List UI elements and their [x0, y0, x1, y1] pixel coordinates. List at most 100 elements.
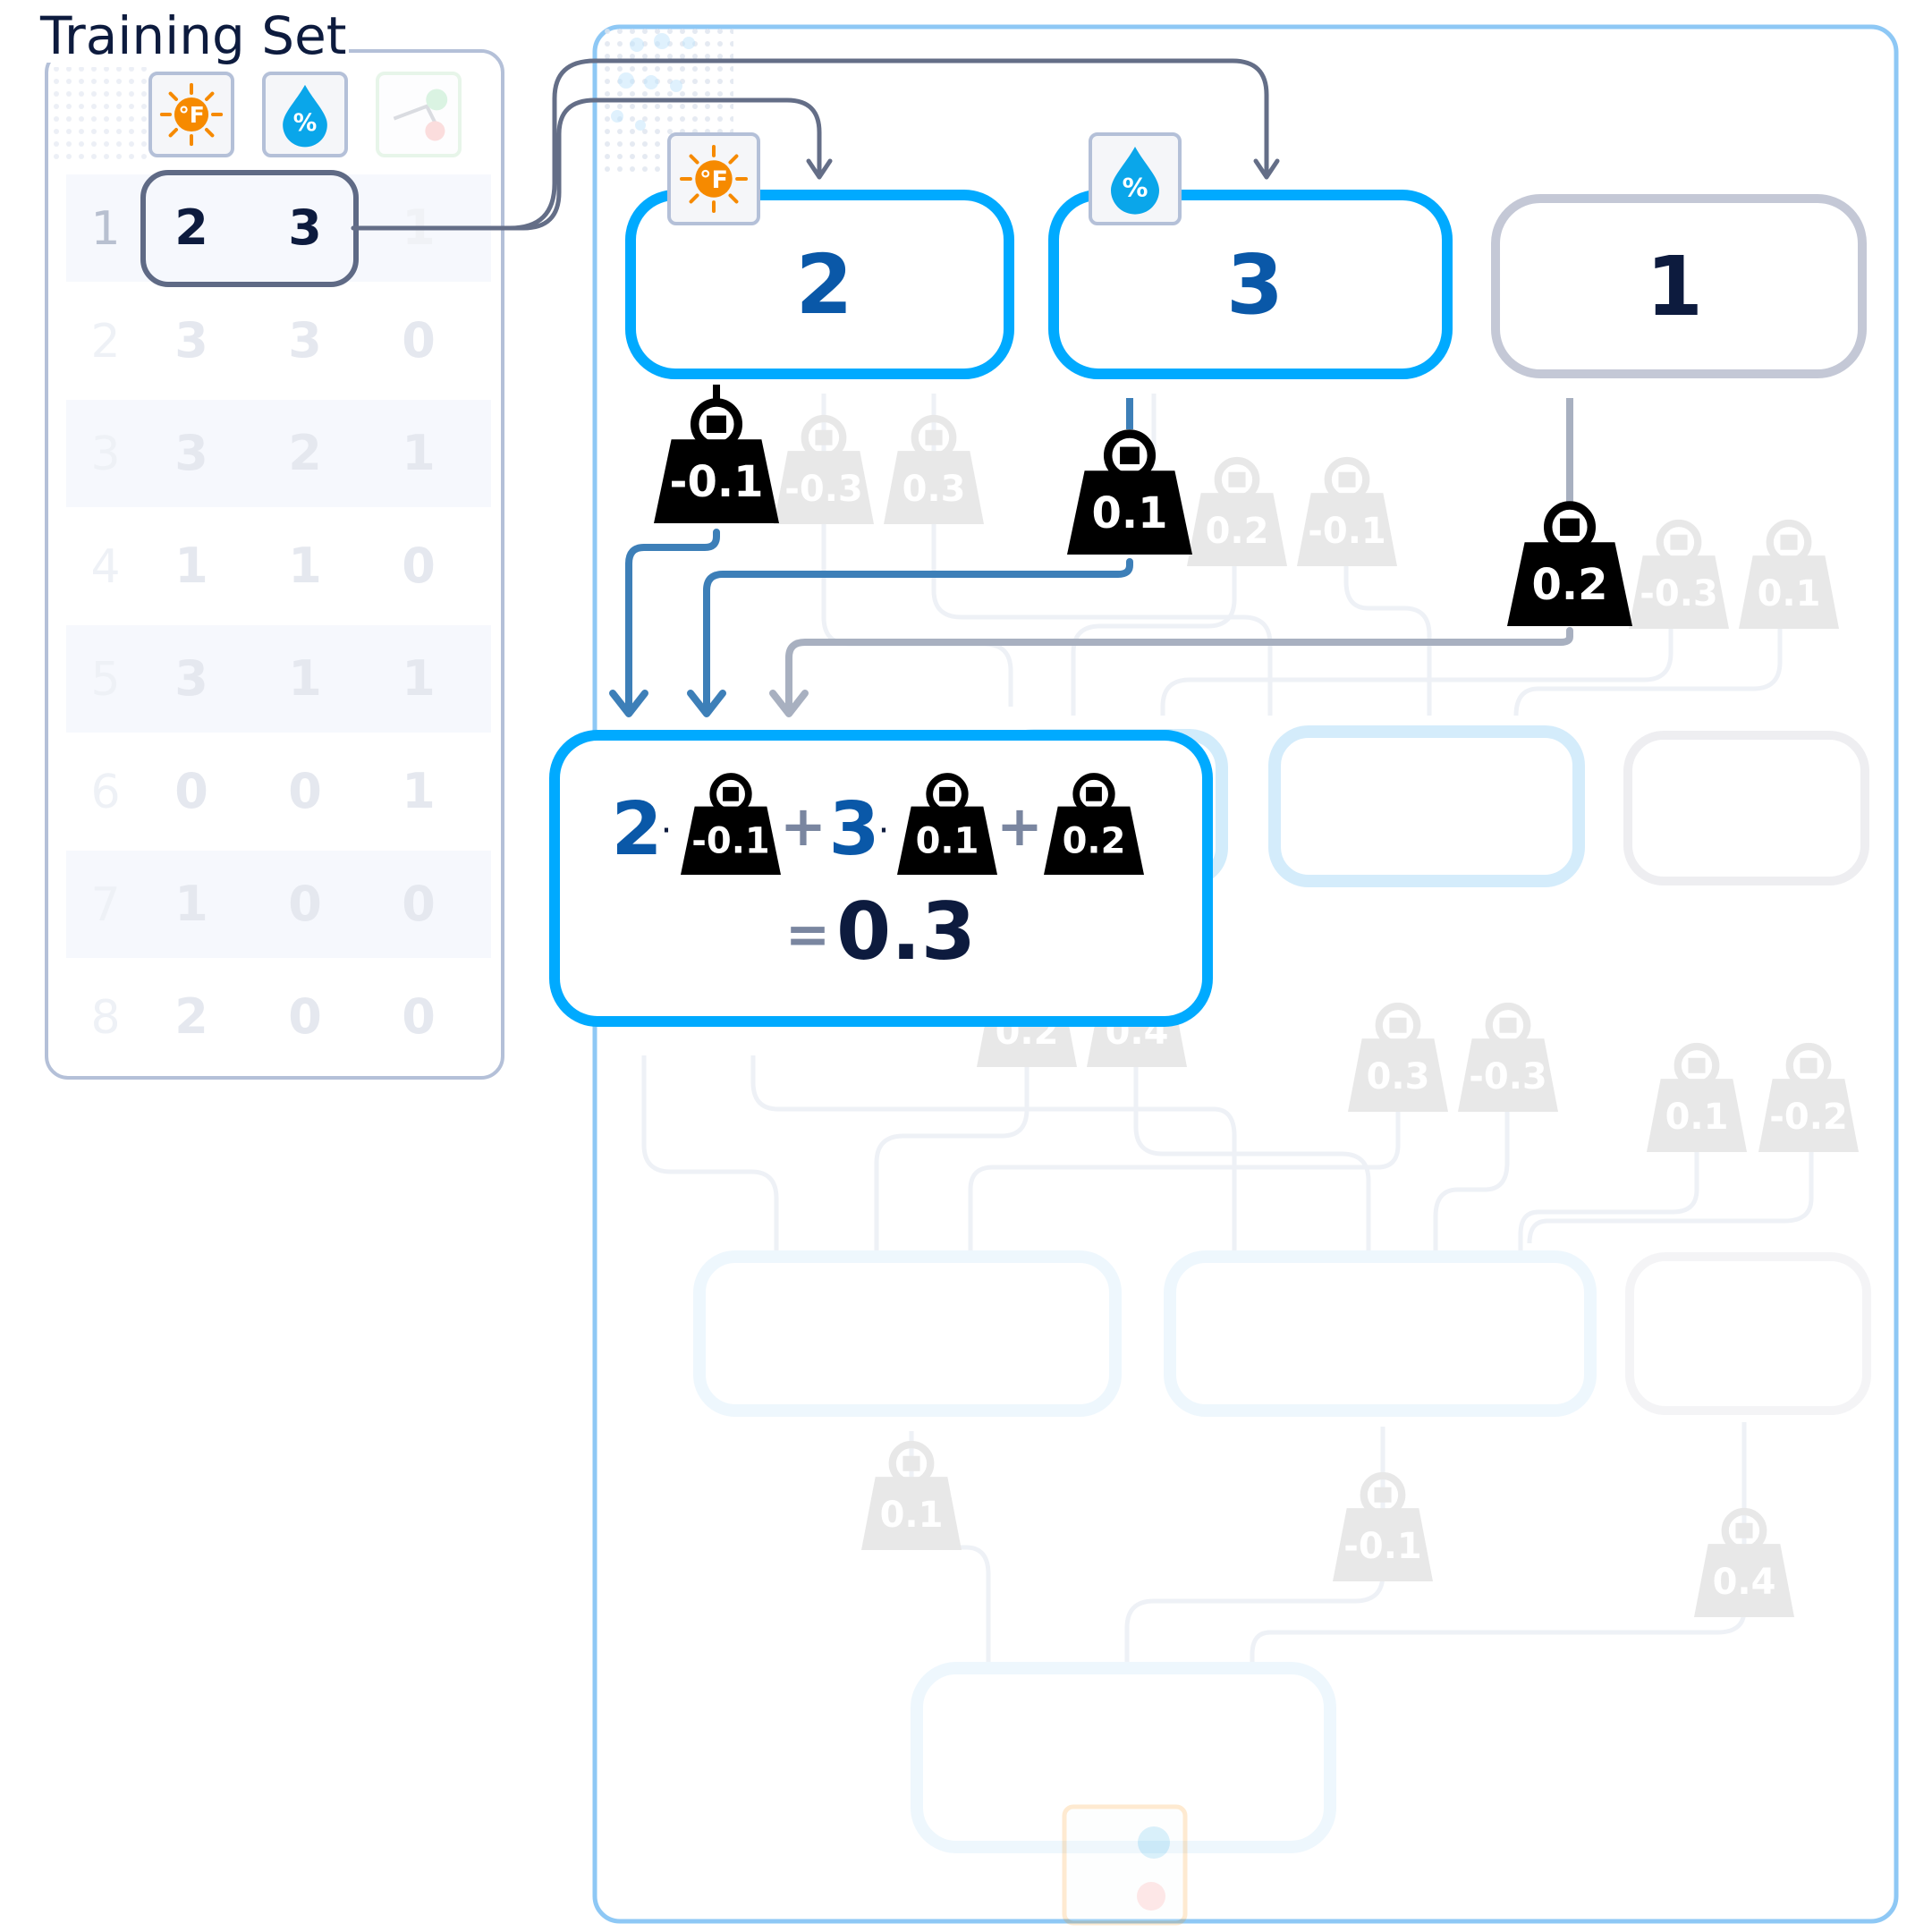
- humidity-icon: %: [1089, 132, 1182, 225]
- input-connectors: [351, 58, 1280, 231]
- table-cell: 1: [402, 425, 436, 481]
- weight-label: 0.3: [1367, 1056, 1430, 1097]
- table-cell: 0: [288, 763, 322, 819]
- layer2-node-2: [1164, 1250, 1597, 1417]
- background-network: -0.3 0.3 0.2 -0.1 -0.3 0.1 0.2 0.4 0.3 -0.3 0.1 -0.…: [641, 394, 1871, 1926]
- output-icon: [1062, 1804, 1188, 1926]
- svg-text:%: %: [1123, 173, 1148, 203]
- row-index: 5: [90, 653, 120, 707]
- equation-result: 0.3: [836, 886, 976, 978]
- hidden-node-bias: [1623, 731, 1869, 886]
- weight-icon: 0.1: [1647, 1042, 1747, 1152]
- row-index: 2: [90, 315, 120, 369]
- humidity-icon: %: [262, 72, 348, 157]
- table-cell: 3: [288, 199, 322, 256]
- table-cell: 0: [288, 988, 322, 1045]
- table-cell: 1: [402, 650, 436, 707]
- equation-input-1: 2: [611, 787, 662, 872]
- weight-label: -0.3: [1640, 573, 1717, 614]
- table-cell: 0: [288, 876, 322, 932]
- weight-label: 0.1: [1665, 1097, 1729, 1138]
- input-node-3: [1491, 194, 1867, 378]
- table-cell: 0: [402, 538, 436, 594]
- weight-label: -0.1: [1308, 511, 1385, 552]
- weight-icon: 0.1: [1067, 429, 1192, 555]
- weight-label: -0.2: [1769, 1097, 1847, 1138]
- table-cell: 3: [174, 650, 208, 707]
- weight-2-arrow: [703, 558, 1133, 715]
- table-cell: 2: [288, 425, 322, 481]
- input-value: 3: [1226, 237, 1284, 333]
- table-row: 6 0 0 1: [90, 763, 435, 819]
- weight-label: -0.1: [670, 457, 764, 507]
- weight-icon: -0.3: [1629, 519, 1729, 629]
- sum-node: [549, 730, 1213, 1027]
- table-cell: 3: [174, 312, 208, 369]
- input-node-2: [1048, 190, 1453, 379]
- weight-label: 0.2: [1206, 511, 1269, 552]
- equation-dot: ·: [661, 810, 673, 852]
- weight-label: -0.3: [1469, 1056, 1546, 1097]
- temperature-icon: °F: [148, 72, 234, 157]
- row-index: 7: [90, 878, 120, 932]
- hidden-node-2: [1268, 725, 1585, 887]
- equation-plus: +: [996, 793, 1043, 859]
- weight-icon: -0.2: [1758, 1042, 1859, 1152]
- table-cell: 0: [174, 763, 208, 819]
- table-cell: 0: [402, 988, 436, 1045]
- weight-icon: -0.1: [654, 398, 779, 523]
- weight-icon: 0.3: [1348, 1002, 1448, 1112]
- weight-icon: 0.1: [861, 1440, 962, 1550]
- dot-texture-blue: [611, 33, 695, 131]
- table-cell: 1: [174, 876, 208, 932]
- row-index: 6: [90, 766, 120, 819]
- input-value: 1: [1646, 239, 1703, 335]
- table-cell: 1: [288, 650, 322, 707]
- weight-label: 0.1: [916, 821, 979, 862]
- weight-icon: 0.2: [1507, 501, 1632, 626]
- table-cell: 0: [402, 312, 436, 369]
- table-cell: 1: [288, 538, 322, 594]
- temperature-icon: °F: [667, 132, 760, 225]
- weight-icon: 0.1: [897, 773, 997, 875]
- bias-arrow: [785, 627, 1573, 715]
- table-cell: 2: [174, 988, 208, 1045]
- svg-text:°F: °F: [178, 102, 204, 128]
- weight-label: 0.2: [1531, 560, 1607, 610]
- outcome-icon: [376, 72, 462, 157]
- weight-1-arrow: [625, 529, 720, 715]
- weight-label: -0.1: [1343, 1526, 1421, 1567]
- weight-label: 0.1: [1091, 488, 1167, 538]
- equation-input-2: 3: [828, 787, 879, 872]
- weight-icon: 0.2: [1044, 773, 1144, 875]
- table-cell: 3: [174, 425, 208, 481]
- weight-icon: 0.2: [1187, 456, 1287, 566]
- weight-icon: 0.4: [1694, 1507, 1794, 1617]
- svg-text:%: %: [293, 109, 318, 137]
- weight-icon: 0.1: [1739, 519, 1839, 629]
- row-index: 8: [90, 991, 120, 1045]
- weight-icon: -0.1: [1333, 1471, 1433, 1581]
- equation-equals: =: [785, 903, 830, 966]
- equation-dot: ·: [878, 810, 890, 852]
- row-index: 1: [90, 202, 120, 256]
- weight-icon: -0.3: [774, 414, 874, 524]
- equation-plus: +: [780, 793, 826, 859]
- weight-label: -0.3: [784, 469, 862, 510]
- layer2-node-bias: [1625, 1252, 1871, 1415]
- svg-text:°F: °F: [699, 166, 728, 194]
- weight-icon: -0.3: [1458, 1002, 1558, 1112]
- weight-label: 0.3: [902, 469, 966, 510]
- row-index: 4: [90, 540, 120, 594]
- weight-icon: -0.1: [1297, 456, 1397, 566]
- table-cell: 0: [402, 876, 436, 932]
- output-node: [911, 1662, 1336, 1853]
- weight-label: 0.1: [880, 1495, 944, 1536]
- table-cell: 1: [402, 763, 436, 819]
- table-cell: 1: [174, 538, 208, 594]
